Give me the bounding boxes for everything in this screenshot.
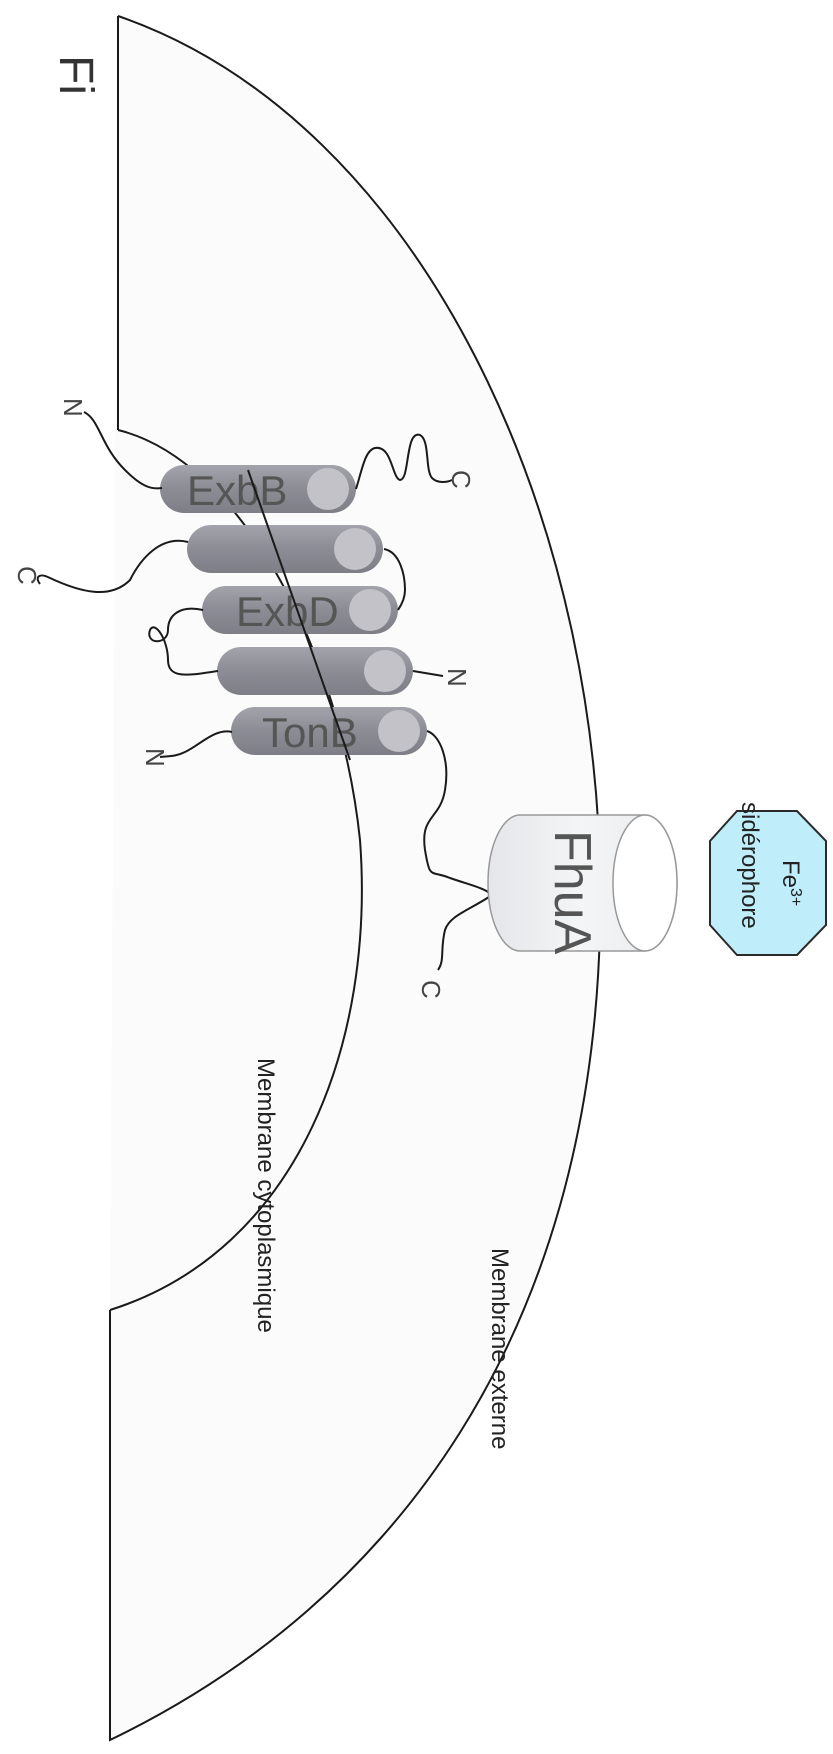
exbb-label: ExbB: [187, 467, 287, 514]
figure-caption: Fi: [49, 55, 102, 95]
exbd-c-terminus: C: [12, 566, 42, 585]
exbb-n-chain: [83, 411, 163, 490]
exbb-c-chain: [355, 433, 453, 490]
exbd-n-terminus: N: [442, 668, 472, 687]
cell-left-wall: [109, 16, 119, 1740]
exbd-c-chain: [36, 539, 189, 593]
exbd-label: ExbD: [236, 588, 339, 635]
outer-membrane-label: Membrane externe: [486, 1248, 513, 1449]
tonb-n-terminus: N: [140, 748, 170, 767]
siderophore-shape: [709, 810, 827, 956]
tonb-c-chain: [423, 730, 493, 896]
tonb-n-chain: [159, 730, 233, 758]
exbb-helix: [160, 465, 356, 513]
center-axis-line: [247, 469, 351, 761]
loop-2-3: [383, 548, 407, 611]
fhua-c-chain: [437, 894, 493, 971]
exbd-helix-2: [217, 647, 413, 695]
svg-text:Fe3+: Fe3+: [777, 860, 804, 906]
siderophore-fe: Fe: [777, 860, 804, 888]
loop-3-4: [148, 607, 219, 676]
tonb-helix: [231, 707, 427, 755]
exbb-c-terminus: C: [446, 470, 476, 489]
exbb-helix-2: [187, 525, 383, 573]
tonb-label: TonB: [262, 709, 358, 756]
exbb-n-terminus: N: [58, 398, 88, 417]
fhua-barrel: [487, 814, 678, 952]
siderophore-name: sidérophore: [736, 802, 763, 929]
siderophore-label: Fe3+: [777, 860, 804, 906]
exbd-helix: [202, 586, 398, 634]
inner-membrane-label: Membrane cytoplasmique: [252, 1058, 279, 1333]
siderophore-charge: 3+: [787, 888, 804, 906]
exbd-n-chain: [412, 670, 444, 677]
fhua-label: FhuA: [543, 830, 601, 955]
fhua-c-terminus: C: [416, 980, 446, 999]
